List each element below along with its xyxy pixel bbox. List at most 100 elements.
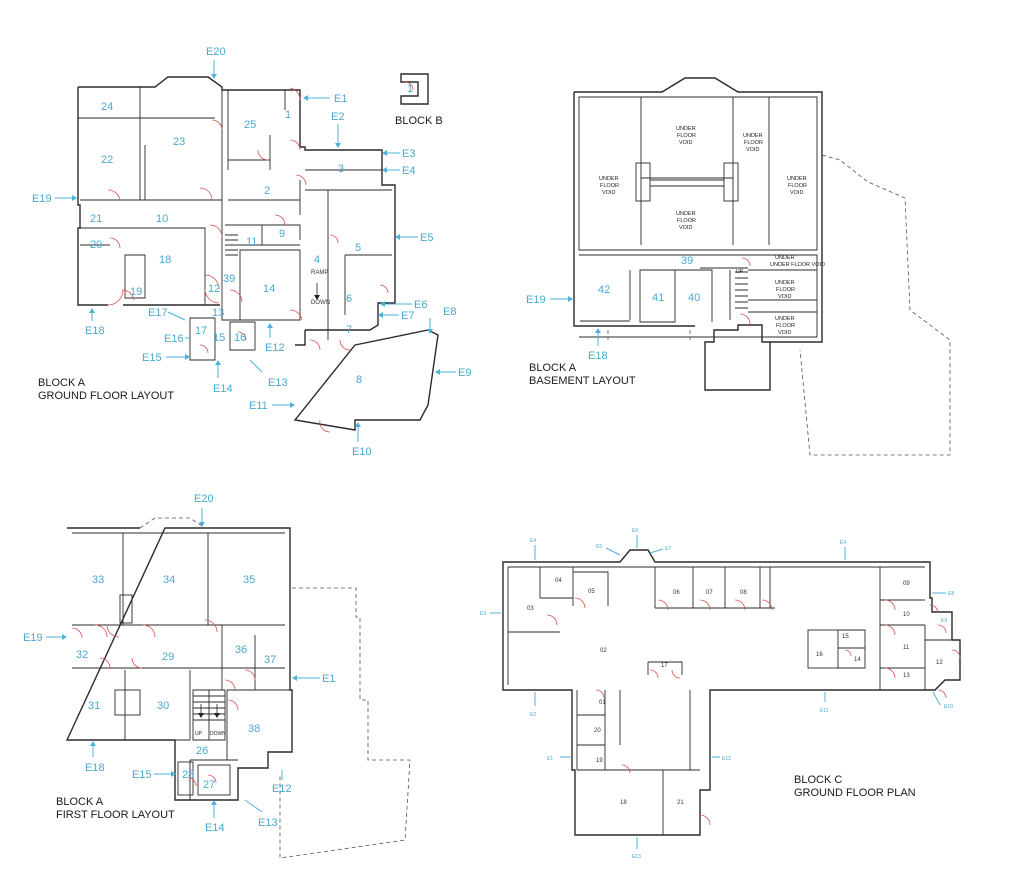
first-title-layout: FIRST FLOOR LAYOUT xyxy=(56,809,175,821)
exit-label: E4 xyxy=(402,165,415,177)
void-label: FLOOR xyxy=(677,133,696,139)
room-label: 10 xyxy=(903,612,910,618)
room-label: 39 xyxy=(223,273,235,285)
block-a-first-floor xyxy=(65,517,411,859)
exit-label: E3 xyxy=(480,611,486,617)
stair-label: UP xyxy=(195,731,203,737)
ground-title-layout: GROUND FLOOR LAYOUT xyxy=(38,390,174,402)
exit-label: E18 xyxy=(85,325,105,337)
exit-label: E19 xyxy=(23,632,43,644)
exit-label: E12 xyxy=(722,756,731,762)
exit-label: E15 xyxy=(142,352,162,364)
first-floor-labels: 33 34 35 32 29 36 37 31 30 38 26 28 27 U… xyxy=(23,493,335,834)
room-label: 19 xyxy=(596,758,603,764)
room-label: 9 xyxy=(279,228,285,240)
exit-label: E20 xyxy=(194,493,214,505)
room-label: 27 xyxy=(203,779,215,791)
room-label: 15 xyxy=(213,332,225,344)
basement-title-block: BLOCK A xyxy=(529,362,577,374)
room-label: 06 xyxy=(673,590,680,596)
block-b-title: BLOCK B xyxy=(395,115,443,127)
room-label: 38 xyxy=(248,723,260,735)
void-label: UNDER xyxy=(743,133,763,139)
room-label: 19 xyxy=(130,286,142,298)
exit-label: E9 xyxy=(941,618,947,624)
exit-label: E4 xyxy=(530,538,536,544)
exit-label: E7 xyxy=(665,546,671,552)
exit-label: E10 xyxy=(352,446,372,458)
room-label: 05 xyxy=(588,589,595,595)
block-c-labels: 03 04 05 06 07 08 09 10 11 12 13 02 15 1… xyxy=(480,528,954,860)
exit-label: E12 xyxy=(272,783,292,795)
void-label: FLOOR xyxy=(600,183,619,189)
ground-exit-labels: E1 E2 E3 E4 E5 E6 E7 E8 E9 E10 E11 E12 E… xyxy=(32,46,471,458)
room-label: 16 xyxy=(234,332,246,344)
room-label: 34 xyxy=(163,574,175,586)
blockc-title-block: BLOCK C xyxy=(794,774,842,786)
room-label: 07 xyxy=(706,590,713,596)
void-label: FLOOR xyxy=(776,287,795,293)
void-label: FLOOR xyxy=(776,323,795,329)
void-label: UNDER xyxy=(599,176,619,182)
void-label: UNDER xyxy=(676,211,696,217)
room-label: 14 xyxy=(263,283,275,295)
ramp-label: RAMP xyxy=(311,270,328,276)
room-label: 03 xyxy=(527,606,534,612)
room-label: 7 xyxy=(346,324,352,336)
block-a-ground-floor xyxy=(77,73,439,433)
exit-label: E13 xyxy=(268,377,288,389)
room-label: 16 xyxy=(816,652,823,658)
room-label: 24 xyxy=(101,101,113,113)
exit-label: E10 xyxy=(944,704,953,710)
room-label: 13 xyxy=(903,673,910,679)
exit-label: E11 xyxy=(249,400,268,412)
void-label: VOID xyxy=(778,330,791,336)
room-label: 2 xyxy=(264,185,270,197)
room-label: 13 xyxy=(212,307,224,319)
exit-label: E17 xyxy=(148,307,168,319)
exit-label: E12 xyxy=(265,342,285,354)
room-label: 15 xyxy=(842,634,849,640)
exit-label: E18 xyxy=(588,350,608,362)
ground-room-labels: 1 2 3 4 5 6 7 8 9 10 11 12 13 14 15 16 1… xyxy=(90,83,413,386)
exit-label: E14 xyxy=(205,822,225,834)
exit-label: E1 xyxy=(322,673,335,685)
room-label: 25 xyxy=(244,119,256,131)
room-label: 09 xyxy=(903,581,910,587)
exit-label: E9 xyxy=(458,367,471,379)
void-label: UNDER xyxy=(775,255,795,261)
room-label: 31 xyxy=(88,700,100,712)
basement-title-layout: BASEMENT LAYOUT xyxy=(529,375,636,387)
void-label: VOID xyxy=(778,294,791,300)
room-label: 5 xyxy=(355,242,361,254)
ramp-label: DOWN xyxy=(311,300,330,306)
room-label: 37 xyxy=(264,654,276,666)
ground-title-block: BLOCK A xyxy=(38,377,86,389)
exit-label: E8 xyxy=(443,306,456,318)
void-label: FLOOR xyxy=(788,183,807,189)
void-label: VOID xyxy=(790,190,803,196)
exit-label: E11 xyxy=(820,708,829,714)
plan-titles: BLOCK A GROUND FLOOR LAYOUT BLOCK B BLOC… xyxy=(38,115,916,821)
room-label: 8 xyxy=(356,374,362,386)
exit-label: E8 xyxy=(948,591,954,597)
room-label: 18 xyxy=(159,254,171,266)
room-label: 26 xyxy=(196,745,208,757)
room-label: 21 xyxy=(677,800,684,806)
exit-label: E20 xyxy=(206,46,226,58)
void-label: UNDER xyxy=(775,280,795,286)
room-label: 36 xyxy=(235,644,247,656)
block-c-ground-floor xyxy=(502,549,961,836)
exit-label: E13 xyxy=(258,817,278,829)
exit-label: E18 xyxy=(85,762,105,774)
room-label: 40 xyxy=(688,292,700,304)
room-label: 18 xyxy=(620,800,627,806)
room-label: 17 xyxy=(661,663,668,669)
exit-label: E1 xyxy=(547,756,553,762)
exit-label: E19 xyxy=(526,294,546,306)
exit-label: E15 xyxy=(132,769,152,781)
void-label: VOID xyxy=(602,190,615,196)
room-label: 12 xyxy=(936,660,943,666)
room-label: 32 xyxy=(76,649,88,661)
void-label: UNDER xyxy=(775,316,795,322)
